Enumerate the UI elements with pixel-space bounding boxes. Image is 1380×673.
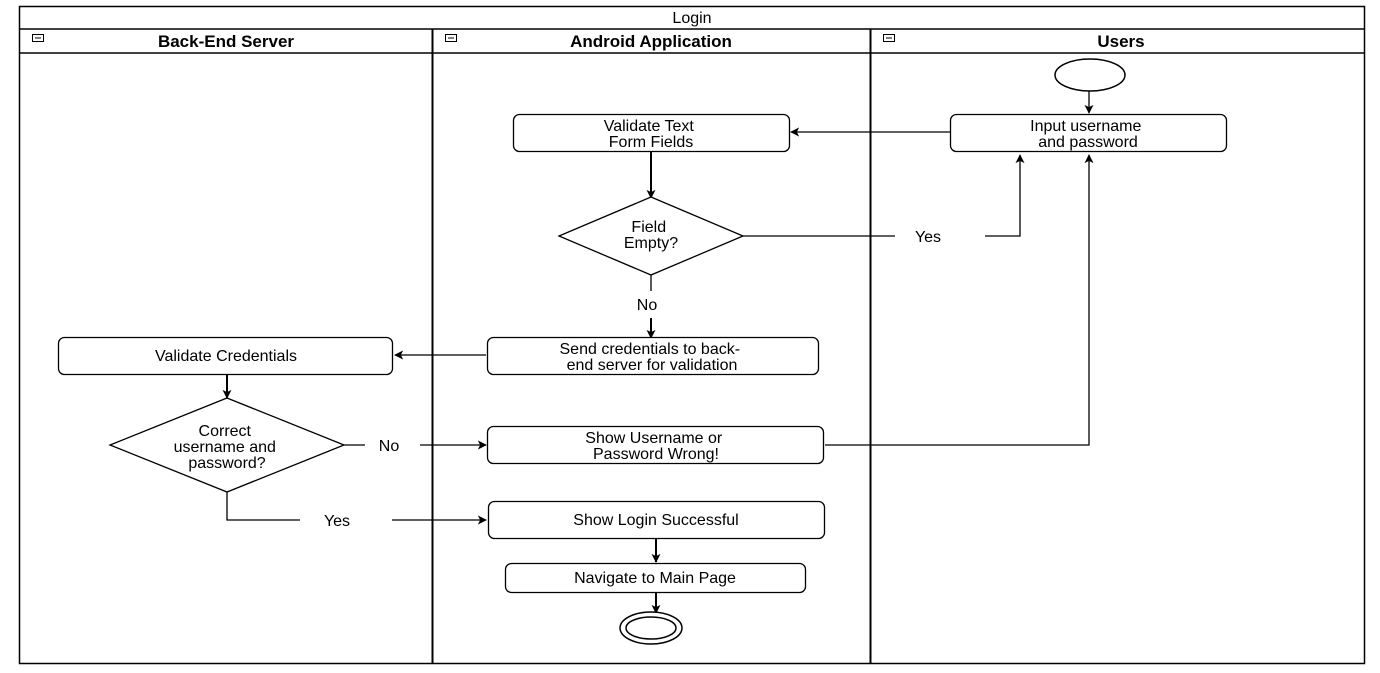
end-node: [619, 611, 683, 645]
svg-text:Send credentials to back-: Send credentials to back- end server for…: [560, 341, 745, 374]
edge-label-correct-no: No: [379, 438, 400, 455]
node-field-empty-line-1: Field: [631, 219, 666, 236]
edges: [222, 91, 1094, 614]
svg-text:Show Username or Passwor: Show Username or Password Wrong!: [585, 430, 726, 463]
node-input-line-1: Input username: [1030, 118, 1141, 135]
node-validate-fields-line-2: Form Fields: [609, 134, 693, 151]
node-field-empty: Field Empty?: [557, 196, 745, 276]
node-navigate: Navigate to Main Page: [504, 562, 807, 594]
edge-label-empty-yes: Yes: [915, 229, 941, 246]
collapse-icon[interactable]: [32, 34, 44, 42]
node-validate-fields-line-1: Validate Text: [604, 118, 695, 135]
svg-text:Validate Text Form Field: Validate Text Form Fields: [604, 118, 699, 151]
node-correct-check-line-3: password?: [188, 455, 265, 472]
node-field-empty-line-2: Empty?: [624, 235, 678, 252]
node-navigate-line-1: Navigate to Main Page: [574, 570, 736, 587]
lane-header-users: Users: [883, 32, 1145, 51]
edge-label-empty-no: No: [637, 297, 658, 314]
node-send-credentials: Send credentials to back- end server for…: [486, 336, 820, 376]
lane-label-server: Back-End Server: [158, 32, 294, 51]
node-show-success-line-1: Show Login Successful: [573, 512, 738, 529]
edge-correct-yes-a: [226, 492, 300, 521]
node-validate-fields: Validate Text Form Fields: [512, 113, 791, 153]
node-show-success: Show Login Successful: [487, 500, 826, 540]
node-send-credentials-line-2: end server for validation: [567, 357, 738, 374]
node-validate-credentials-line-1: Validate Credentials: [155, 348, 297, 365]
svg-text:Correct username and: Correct username and password?: [174, 423, 281, 472]
collapse-icon[interactable]: [883, 34, 895, 42]
edge-label-correct-yes: Yes: [324, 513, 350, 530]
lane-header-android: Android Application: [445, 32, 732, 51]
node-validate-credentials: Validate Credentials: [57, 336, 394, 376]
node-correct-check: Correct username and password?: [108, 397, 346, 493]
node-show-wrong: Show Username or Password Wrong!: [486, 425, 825, 465]
edge-wrong-to-input: [825, 154, 1094, 446]
node-show-wrong-line-2: Password Wrong!: [593, 446, 719, 463]
lane-header-server: Back-End Server: [32, 32, 294, 51]
node-input: Input username and password: [949, 113, 1228, 153]
svg-text:Input username and passw: Input username and password: [1030, 118, 1146, 151]
node-correct-check-line-2: username and: [174, 439, 276, 456]
collapse-icon[interactable]: [445, 34, 457, 42]
start-node: [1054, 58, 1126, 92]
lane-label-users: Users: [1097, 32, 1144, 51]
node-correct-check-line-1: Correct: [199, 423, 252, 440]
edge-empty-yes-b: [985, 154, 1025, 237]
svg-text:Field Empty?: Field Empty?: [624, 219, 678, 252]
lane-label-android: Android Application: [570, 32, 732, 51]
node-send-credentials-line-1: Send credentials to back-: [560, 341, 741, 358]
pool-title: Login: [672, 10, 711, 27]
node-show-wrong-line-1: Show Username or: [585, 430, 723, 447]
node-input-line-2: and password: [1038, 134, 1138, 151]
